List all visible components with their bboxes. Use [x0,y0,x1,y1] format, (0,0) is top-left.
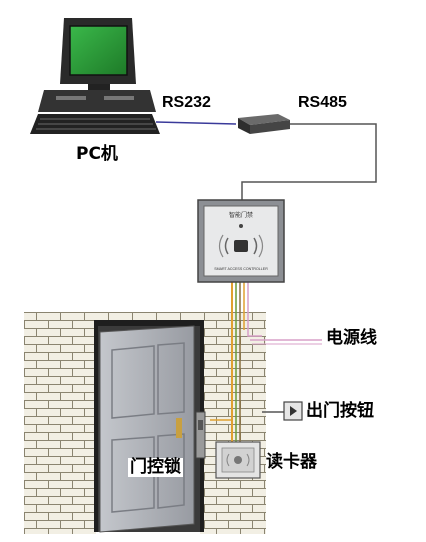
rs485-label: RS485 [298,94,347,111]
power-line-label: 电源线 [326,328,377,348]
rs232-label: RS232 [162,94,211,111]
rs485-cable [241,123,377,202]
controller-wires [210,282,262,444]
rs232-cable [155,121,237,125]
pc-label: PC机 [76,144,118,164]
controller-panel-title: 智能门禁 [229,211,253,219]
computer-icon [30,18,160,134]
access-controller-icon: 智能门禁 SMART ACCESS CONTROLLER [197,199,285,283]
controller-panel-caption: SMART ACCESS CONTROLLER [214,267,268,271]
exit-button-icon [283,401,303,421]
door-lock-label: 门控锁 [128,457,183,477]
card-reader-label: 读卡器 [266,452,317,472]
brick-wall [24,312,266,534]
exit-button-label: 出门按钮 [306,401,374,421]
card-reader-icon [215,441,261,479]
converter-box-icon [238,114,290,134]
door-icon [99,325,195,533]
door-lock-icon [195,411,206,459]
